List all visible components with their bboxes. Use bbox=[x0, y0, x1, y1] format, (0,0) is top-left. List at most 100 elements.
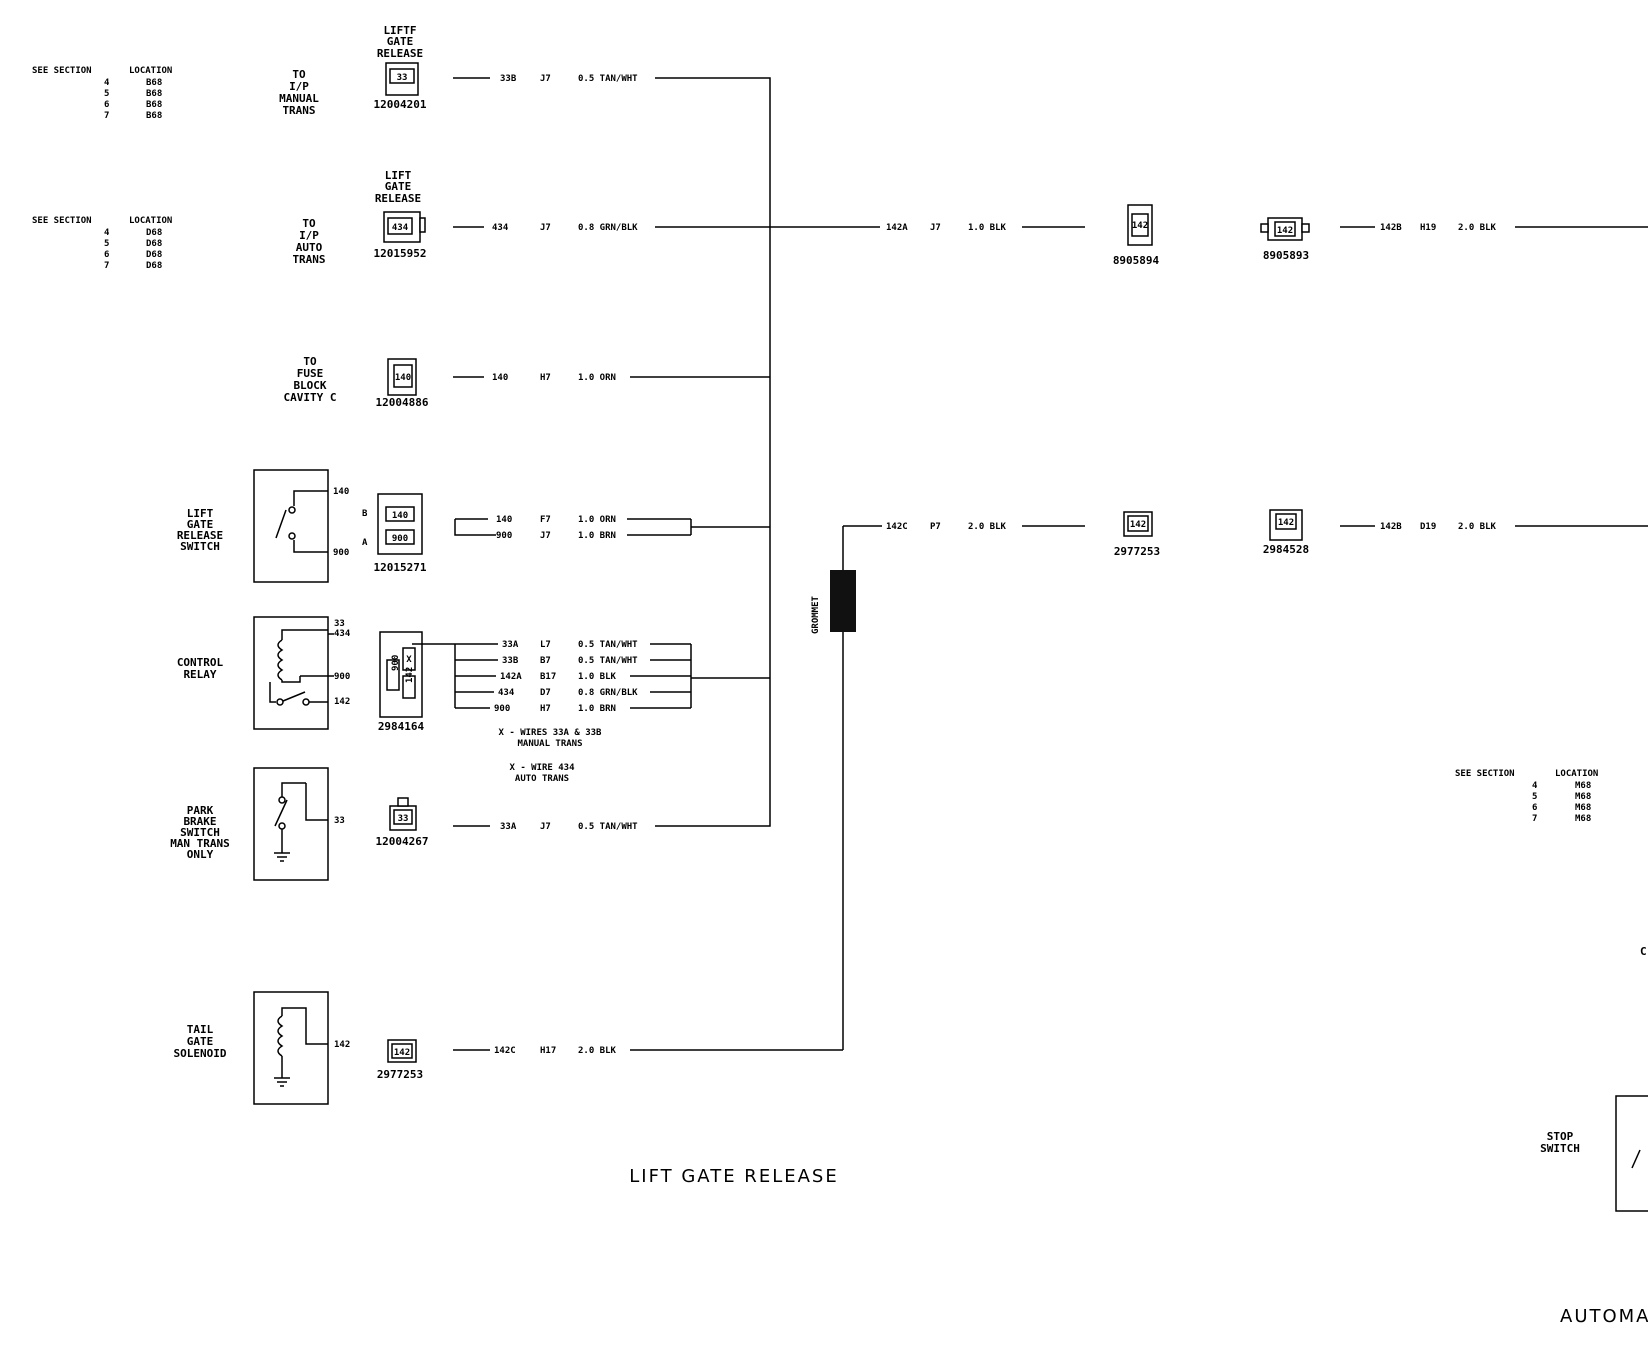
svg-text:142C: 142C bbox=[494, 1046, 516, 1056]
svg-text:LIFTF: LIFTF bbox=[383, 24, 416, 37]
svg-text:4: 4 bbox=[1532, 781, 1538, 791]
svg-text:RELAY: RELAY bbox=[183, 668, 216, 681]
svg-text:D68: D68 bbox=[146, 228, 162, 238]
control-relay-symbol: 33 434 900 142 bbox=[253, 616, 351, 730]
svg-text:33A: 33A bbox=[500, 822, 517, 832]
svg-text:142: 142 bbox=[394, 1048, 410, 1058]
svg-text:AUTO TRANS: AUTO TRANS bbox=[515, 774, 569, 784]
svg-text:142A: 142A bbox=[886, 223, 908, 233]
svg-text:2.0 BLK: 2.0 BLK bbox=[1458, 522, 1497, 532]
connector-2977253-right: 142 2977253 bbox=[1114, 511, 1160, 558]
svg-text:LIFT: LIFT bbox=[385, 169, 412, 182]
svg-text:FUSE: FUSE bbox=[297, 367, 324, 380]
svg-text:B: B bbox=[362, 509, 368, 519]
svg-text:M68: M68 bbox=[1575, 814, 1591, 824]
svg-text:33: 33 bbox=[334, 619, 345, 629]
svg-text:142: 142 bbox=[1132, 221, 1148, 231]
svg-text:33B: 33B bbox=[500, 74, 517, 84]
svg-text:SWITCH: SWITCH bbox=[180, 826, 220, 839]
svg-text:142: 142 bbox=[334, 697, 350, 707]
label-liftgate-switch: LIFT GATE RELEASE SWITCH bbox=[177, 507, 223, 553]
svg-text:0.5 TAN/WHT: 0.5 TAN/WHT bbox=[578, 656, 638, 666]
svg-text:2.0 BLK: 2.0 BLK bbox=[578, 1046, 617, 1056]
svg-text:TRANS: TRANS bbox=[282, 104, 315, 117]
svg-text:5: 5 bbox=[1532, 792, 1537, 802]
connector-12004886: 140 12004886 bbox=[376, 358, 429, 409]
svg-text:4: 4 bbox=[104, 78, 110, 88]
connector-12004267: 33 12004267 bbox=[376, 797, 429, 848]
svg-text:A: A bbox=[362, 538, 368, 548]
svg-text:X: X bbox=[406, 655, 412, 665]
svg-text:D7: D7 bbox=[540, 688, 551, 698]
svg-text:J7: J7 bbox=[540, 531, 551, 541]
location-header: LOCATION bbox=[129, 66, 172, 76]
svg-text:B7: B7 bbox=[540, 656, 551, 666]
svg-text:900: 900 bbox=[333, 548, 349, 558]
svg-text:142A: 142A bbox=[500, 672, 522, 682]
svg-text:33: 33 bbox=[334, 816, 345, 826]
svg-text:434: 434 bbox=[392, 223, 409, 233]
svg-text:6: 6 bbox=[104, 250, 109, 260]
svg-text:142: 142 bbox=[1130, 520, 1146, 530]
svg-text:GATE: GATE bbox=[385, 180, 412, 193]
stop-switch-symbol bbox=[1615, 1095, 1648, 1212]
svg-text:33: 33 bbox=[398, 814, 409, 824]
svg-text:434: 434 bbox=[334, 629, 351, 639]
svg-text:33B: 33B bbox=[502, 656, 519, 666]
svg-text:I/P: I/P bbox=[289, 80, 309, 93]
park-brake-switch-symbol: 33 bbox=[253, 767, 345, 881]
svg-text:RELEASE: RELEASE bbox=[377, 47, 423, 60]
svg-text:D68: D68 bbox=[146, 261, 162, 271]
svg-text:LIFT: LIFT bbox=[187, 507, 214, 520]
svg-text:142B: 142B bbox=[1380, 522, 1402, 532]
svg-text:8905894: 8905894 bbox=[1113, 254, 1160, 267]
dest-fuse-block: TO FUSE BLOCK CAVITY C bbox=[284, 355, 337, 404]
svg-text:1.0 BLK: 1.0 BLK bbox=[578, 672, 617, 682]
svg-text:12004267: 12004267 bbox=[376, 835, 429, 848]
label-stop-switch: STOP SWITCH bbox=[1540, 1130, 1580, 1155]
svg-text:12004886: 12004886 bbox=[376, 396, 429, 409]
svg-text:1.0 BLK: 1.0 BLK bbox=[968, 223, 1007, 233]
svg-text:M68: M68 bbox=[1575, 781, 1591, 791]
svg-text:SWITCH: SWITCH bbox=[180, 540, 220, 553]
svg-text:B68: B68 bbox=[146, 89, 162, 99]
see-section-header: SEE SECTION bbox=[1455, 769, 1515, 779]
svg-text:H19: H19 bbox=[1420, 223, 1436, 233]
connector-8905894: 142 8905894 bbox=[1113, 204, 1160, 267]
svg-text:MANUAL: MANUAL bbox=[279, 92, 319, 105]
connector-8905893: 142 8905893 bbox=[1260, 217, 1310, 262]
svg-text:142C: 142C bbox=[886, 522, 908, 532]
svg-text:142: 142 bbox=[334, 1040, 350, 1050]
svg-text:GATE: GATE bbox=[387, 35, 414, 48]
svg-text:GROMMET: GROMMET bbox=[811, 595, 821, 634]
svg-text:8905893: 8905893 bbox=[1263, 249, 1309, 262]
svg-text:H7: H7 bbox=[540, 373, 551, 383]
svg-text:J7: J7 bbox=[930, 223, 941, 233]
svg-text:I/P: I/P bbox=[299, 229, 319, 242]
see-section-header: SEE SECTION bbox=[32, 66, 92, 76]
svg-text:TO: TO bbox=[302, 217, 316, 230]
svg-text:2977253: 2977253 bbox=[377, 1068, 423, 1081]
svg-text:D68: D68 bbox=[146, 239, 162, 249]
svg-text:TRANS: TRANS bbox=[292, 253, 325, 266]
svg-text:2984164: 2984164 bbox=[378, 720, 425, 733]
svg-text:5: 5 bbox=[104, 89, 109, 99]
svg-text:2984528: 2984528 bbox=[1263, 543, 1309, 556]
svg-text:MAN TRANS: MAN TRANS bbox=[170, 837, 230, 850]
svg-text:140: 140 bbox=[333, 487, 349, 497]
svg-text:2.0 BLK: 2.0 BLK bbox=[968, 522, 1007, 532]
label-park-brake: PARK BRAKE SWITCH MAN TRANS ONLY bbox=[170, 804, 230, 861]
diagram-title: LIFT GATE RELEASE bbox=[629, 1166, 838, 1187]
svg-text:GATE: GATE bbox=[187, 1035, 214, 1048]
svg-text:140: 140 bbox=[496, 515, 512, 525]
svg-text:142: 142 bbox=[405, 667, 415, 683]
svg-text:2977253: 2977253 bbox=[1114, 545, 1160, 558]
svg-text:140: 140 bbox=[392, 511, 408, 521]
svg-text:M68: M68 bbox=[1575, 792, 1591, 802]
connector-2984164: 900 142 X 2984164 bbox=[378, 631, 425, 733]
